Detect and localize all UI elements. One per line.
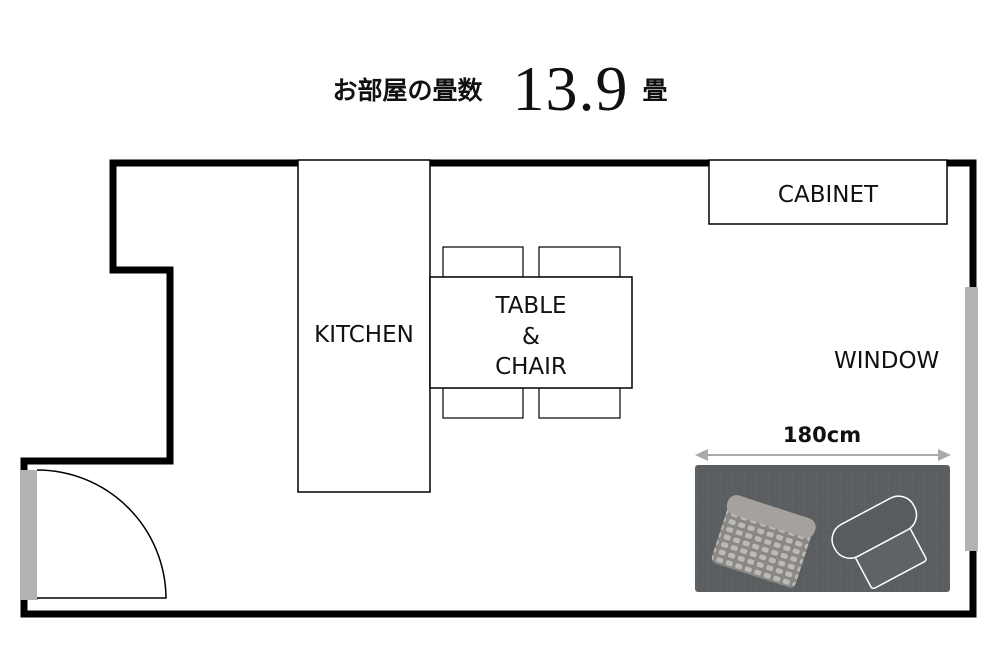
- table-label-line2: &: [522, 324, 540, 350]
- floor-area-unit: 畳: [642, 76, 668, 105]
- table-label-line3: CHAIR: [495, 354, 567, 380]
- floor-area-value: 13.9: [512, 53, 629, 124]
- door-swing: [36, 469, 167, 599]
- dining-table: [429, 276, 633, 389]
- floor-area-heading: お部屋の畳数 13.9 畳: [0, 52, 1000, 126]
- chair: [538, 387, 621, 419]
- armchair-knit: [711, 495, 816, 588]
- armchair-outline: [831, 495, 927, 590]
- window: [965, 287, 978, 551]
- kitchen-counter: [297, 159, 431, 493]
- chair: [442, 246, 524, 278]
- cabinet: [708, 159, 948, 225]
- chair: [442, 387, 524, 419]
- dimension-arrow: [695, 449, 951, 461]
- kitchen-label: KITCHEN: [314, 322, 414, 348]
- rug-width-label: 180cm: [783, 423, 861, 447]
- window-label: WINDOW: [834, 348, 939, 374]
- table-label-line1: TABLE: [494, 293, 566, 319]
- door-opening: [20, 470, 38, 600]
- floor-area-label: お部屋の畳数: [332, 76, 483, 105]
- chair: [538, 246, 621, 278]
- cabinet-label: CABINET: [778, 182, 879, 208]
